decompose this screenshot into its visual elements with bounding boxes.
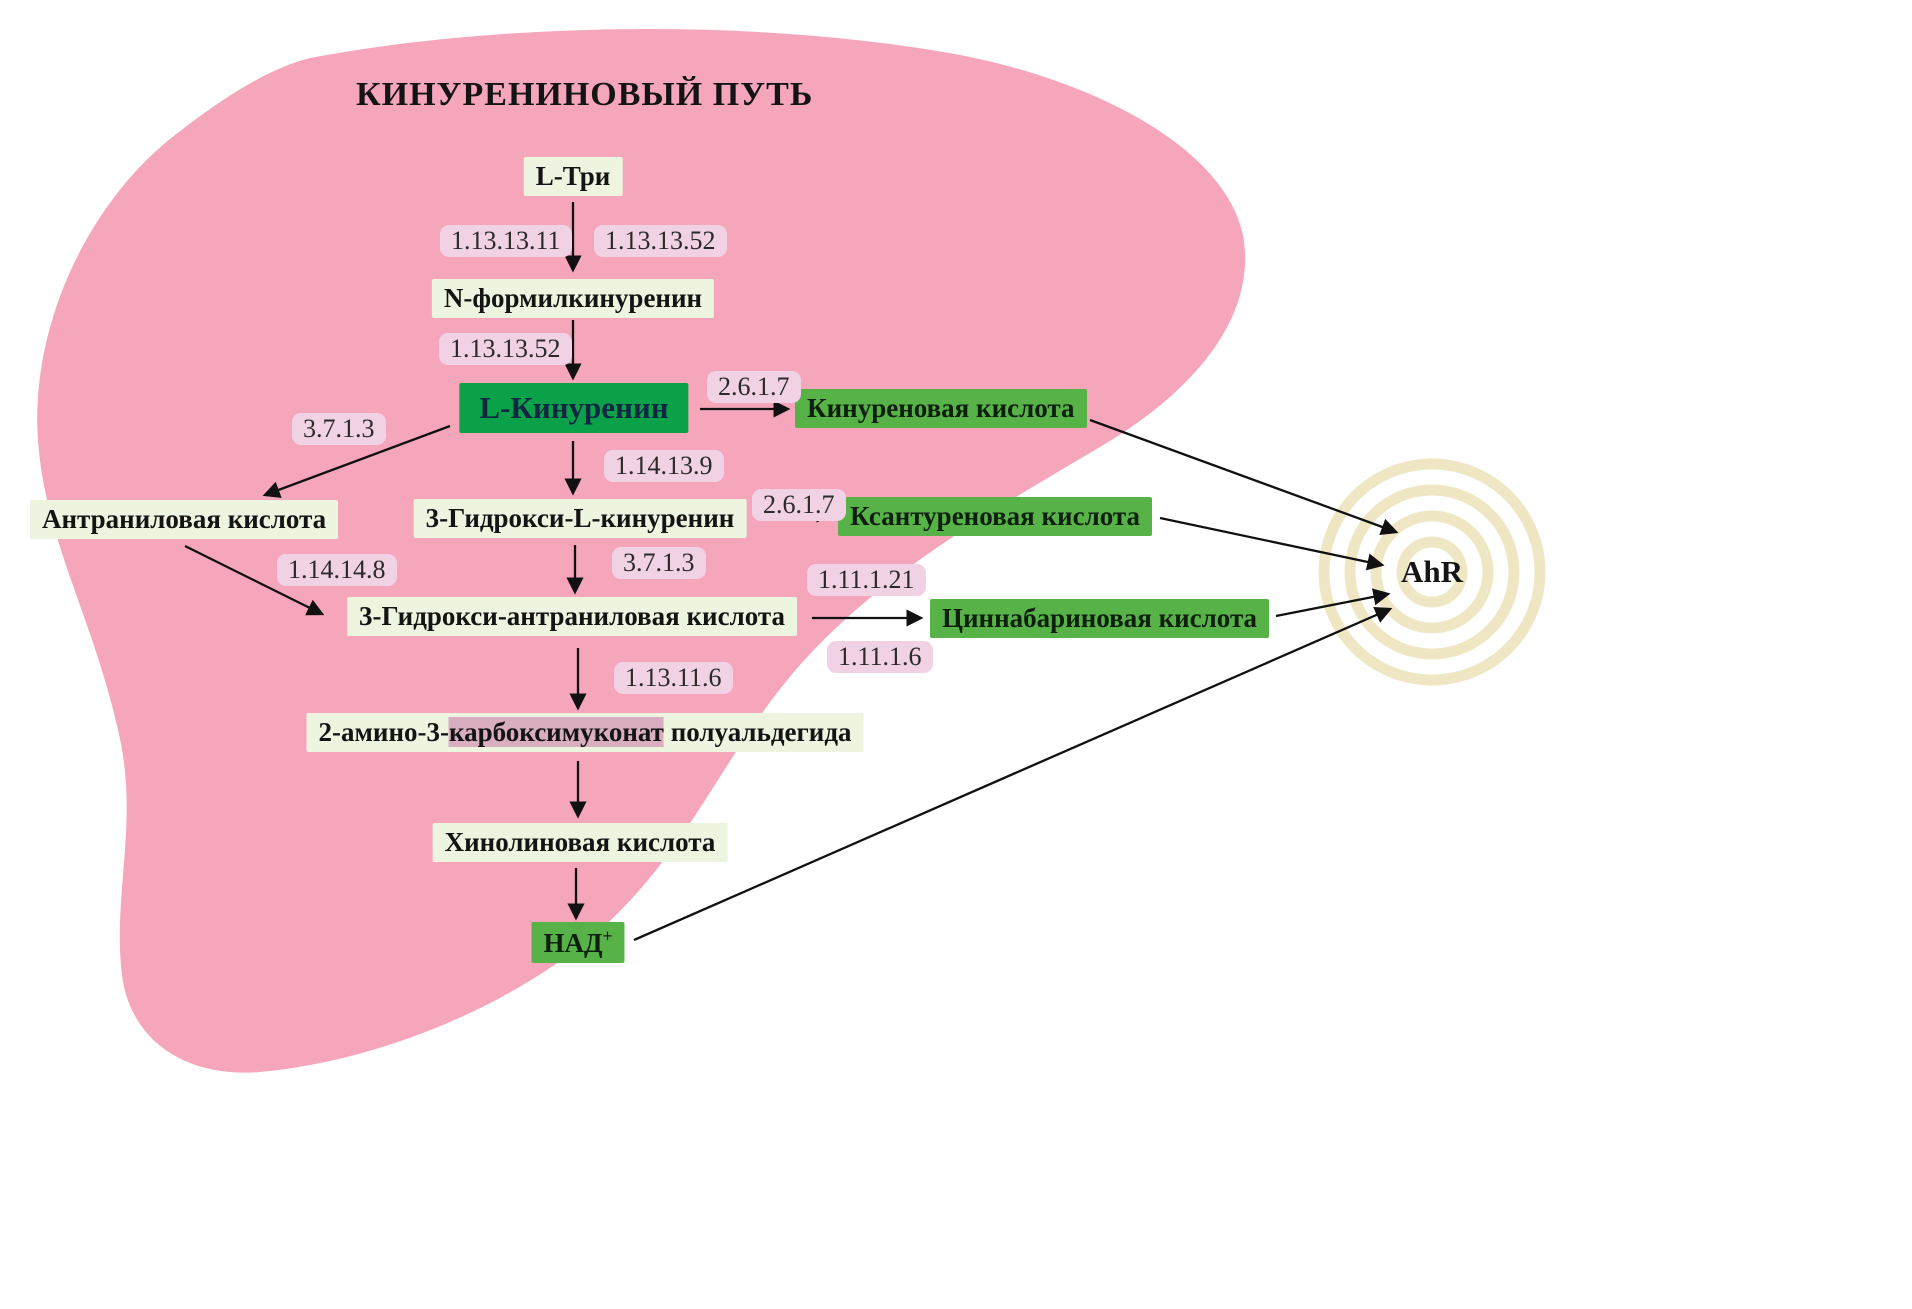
node-3-hydroxy-l-kynurenine: 3-Гидрокси-L-кинуренин	[413, 499, 747, 538]
node-nad: НАД+	[531, 922, 625, 963]
enzyme-ec-1-13-13-52-b: 1.13.13.52	[439, 333, 572, 365]
node-n-formylkynurenine: N-формилкинуренин	[431, 279, 715, 318]
enzyme-ec-3-7-1-3-b: 3.7.1.3	[612, 547, 706, 579]
nad-superscript: +	[602, 926, 613, 946]
node-anthranilic-acid: Антраниловая кислота	[30, 500, 339, 539]
enzyme-ec-1-11-1-6: 1.11.1.6	[827, 641, 933, 673]
enzyme-ec-2-6-1-7-b: 2.6.1.7	[752, 489, 846, 521]
node-ahr-receptor: AhR	[1400, 554, 1464, 589]
node-3-hydroxy-anthranilic-acid: 3-Гидрокси-антраниловая кислота	[347, 597, 797, 636]
enzyme-ec-1-14-14-8: 1.14.14.8	[277, 554, 397, 586]
node-l-kynurenine: L-Кинуренин	[459, 383, 689, 433]
node-kynurenic-acid: Кинуреновая кислота	[795, 389, 1087, 428]
ahr-rings	[1318, 458, 1546, 686]
node-quinolinic-acid: Хинолиновая кислота	[432, 823, 728, 862]
enzyme-ec-2-6-1-7-a: 2.6.1.7	[707, 371, 801, 403]
diagram-title: КИНУРЕНИНОВЫЙ ПУТЬ	[356, 76, 814, 113]
acms-part3: полуальдегида	[663, 717, 852, 747]
acms-part2-highlight: карбоксимуконат	[449, 717, 664, 747]
acms-part1: 2-амино-3-	[318, 717, 449, 747]
node-l-tryptophan: L-Три	[523, 157, 623, 196]
node-cinnabarinic-acid: Циннабариновая кислота	[930, 599, 1270, 638]
enzyme-ec-1-14-13-9: 1.14.13.9	[604, 450, 724, 482]
enzyme-ec-1-13-13-52-a: 1.13.13.52	[594, 225, 727, 257]
node-xanthurenic-acid: Ксантуреновая кислота	[838, 497, 1152, 536]
nad-label: НАД	[543, 928, 603, 958]
node-2-amino-3-carboxymuconate-semialdehyde: 2-амино-3-карбоксимуконат полуальдегида	[306, 713, 864, 752]
enzyme-ec-3-7-1-3-a: 3.7.1.3	[292, 413, 386, 445]
enzyme-ec-1-13-13-11: 1.13.13.11	[440, 225, 572, 257]
enzyme-ec-1-13-11-6: 1.13.11.6	[614, 662, 733, 694]
enzyme-ec-1-11-1-21: 1.11.1.21	[807, 564, 926, 596]
